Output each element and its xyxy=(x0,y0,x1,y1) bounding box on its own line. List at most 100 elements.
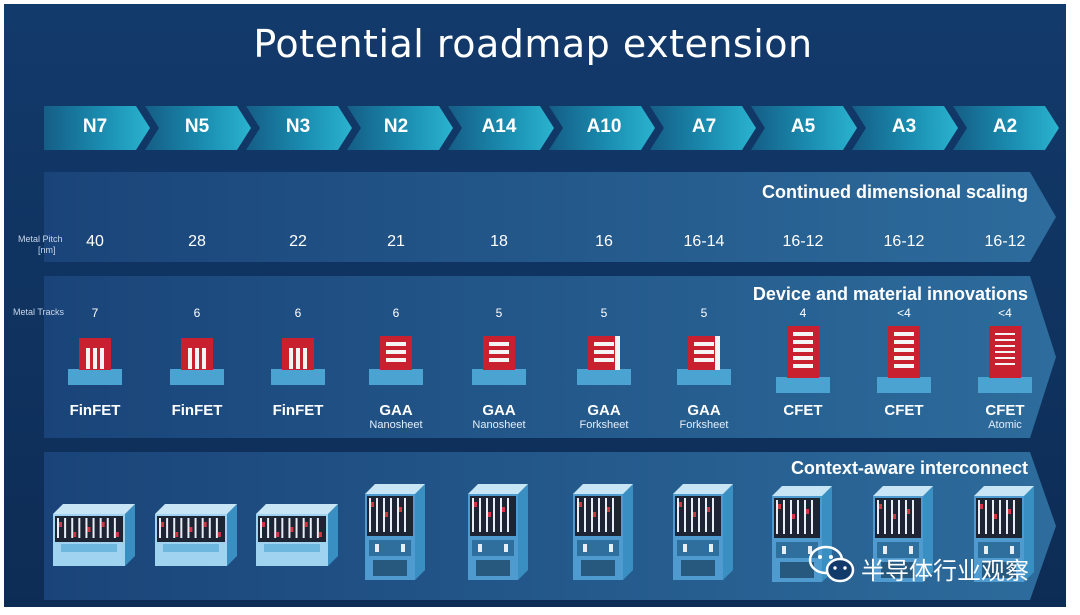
node-chevron-n7 xyxy=(44,106,150,150)
device-icon-nanosheet xyxy=(369,336,423,385)
interconnect-block xyxy=(974,486,1034,582)
device-icon-nanosheet xyxy=(472,336,526,385)
device-name: FinFET xyxy=(69,402,121,419)
metal-pitch-value: 16 xyxy=(595,233,613,250)
wechat-icon xyxy=(808,545,855,583)
node-label-n3: N3 xyxy=(285,116,311,137)
metal-pitch-value: 16-14 xyxy=(683,233,725,250)
interconnect-block xyxy=(256,504,338,566)
metal-tracks-label: Metal Tracks xyxy=(13,307,65,317)
node-chevron-n5 xyxy=(145,106,251,150)
interconnect-block xyxy=(468,484,528,580)
device-name: CFET xyxy=(985,402,1025,419)
node-chevron-n2 xyxy=(347,106,453,150)
device-label: CFET xyxy=(854,402,954,419)
band-title-device: Device and material innovations xyxy=(752,284,1028,304)
page-title: Potential roadmap extension xyxy=(253,22,813,66)
device-subtype: Nanosheet xyxy=(369,419,423,431)
device-subtype: Forksheet xyxy=(679,419,729,431)
device-subtype: Nanosheet xyxy=(472,419,526,431)
metal-pitch-value: 21 xyxy=(387,233,405,250)
device-icon-finfet xyxy=(170,338,224,385)
metal-track-value: 6 xyxy=(392,306,400,320)
device-label: FinFET xyxy=(248,402,348,419)
device-icon-forksheet xyxy=(577,336,631,385)
metal-pitch-value: 16-12 xyxy=(883,233,925,250)
node-chevron-n3 xyxy=(246,106,352,150)
device-name: CFET xyxy=(884,402,924,419)
band-title-interconnect: Context-aware interconnect xyxy=(790,458,1028,478)
device-label: FinFET xyxy=(45,402,145,419)
device-icon-cfet xyxy=(776,326,830,393)
metal-track-value: 5 xyxy=(495,306,503,320)
metal-track-value: 7 xyxy=(91,306,99,320)
device-name: CFET xyxy=(783,402,823,419)
interconnect-block xyxy=(873,486,933,582)
metal-pitch-value: 16-12 xyxy=(984,233,1026,250)
metal-pitch-label-line2: [nm] xyxy=(38,245,56,255)
metal-track-value: <4 xyxy=(998,306,1012,320)
interconnect-block xyxy=(673,484,733,580)
metal-track-value: <4 xyxy=(897,306,911,320)
device-name: FinFET xyxy=(272,402,324,419)
watermark-text: 半导体行业观察 xyxy=(861,557,1029,585)
node-chevron-a5 xyxy=(751,106,857,150)
metal-pitch-value: 18 xyxy=(490,233,508,250)
node-label-a2: A2 xyxy=(992,116,1018,137)
metal-pitch-label-line1: Metal Pitch xyxy=(18,234,63,244)
node-label-a7: A7 xyxy=(691,116,717,137)
node-label-n2: N2 xyxy=(383,116,409,137)
watermark: 半导体行业观察 xyxy=(806,542,1056,592)
device-label: FinFET xyxy=(147,402,247,419)
band-scaling xyxy=(44,172,1056,262)
device-icon-finfet xyxy=(68,338,122,385)
node-chevron-a14 xyxy=(448,106,554,150)
metal-pitch-value: 16-12 xyxy=(782,233,824,250)
device-name: GAA xyxy=(587,402,621,419)
device-subtype: Atomic xyxy=(988,419,1022,431)
device-icons xyxy=(68,326,1032,393)
metal-pitch-value: 28 xyxy=(188,233,206,250)
device-icon-cfet xyxy=(877,326,931,393)
metal-track-value: 4 xyxy=(799,306,807,320)
node-label-n7: N7 xyxy=(82,116,108,137)
device-name: GAA xyxy=(687,402,721,419)
interconnect-blocks xyxy=(53,484,1034,582)
metal-pitch-value: 40 xyxy=(86,233,104,250)
metal-track-value: 6 xyxy=(193,306,201,320)
node-chevron-a2 xyxy=(953,106,1059,150)
device-subtype: Forksheet xyxy=(579,419,629,431)
interconnect-block xyxy=(573,484,633,580)
band-title-scaling: Continued dimensional scaling xyxy=(761,182,1028,202)
node-label-a14: A14 xyxy=(481,116,517,137)
metal-pitch-value: 22 xyxy=(289,233,307,250)
interconnect-block xyxy=(53,504,135,566)
band-device xyxy=(44,276,1056,438)
device-icon-cfet-atomic xyxy=(978,326,1032,393)
interconnect-block xyxy=(365,484,425,580)
node-label-a3: A3 xyxy=(891,116,917,137)
node-chevron-a10 xyxy=(549,106,655,150)
device-icon-finfet xyxy=(271,338,325,385)
device-icon-forksheet xyxy=(677,336,731,385)
device-name: GAA xyxy=(379,402,413,419)
metal-pitch-label: Metal Pitch [nm] xyxy=(18,234,63,256)
device-name: FinFET xyxy=(171,402,223,419)
node-label-n5: N5 xyxy=(184,116,210,137)
metal-track-value: 5 xyxy=(600,306,608,320)
interconnect-block xyxy=(155,504,237,566)
metal-track-value: 5 xyxy=(700,306,708,320)
device-label: CFET xyxy=(753,402,853,419)
metal-track-value: 6 xyxy=(294,306,302,320)
node-label-a5: A5 xyxy=(790,116,816,137)
device-name: GAA xyxy=(482,402,516,419)
node-chevrons xyxy=(44,106,1059,150)
node-chevron-a7 xyxy=(650,106,756,150)
